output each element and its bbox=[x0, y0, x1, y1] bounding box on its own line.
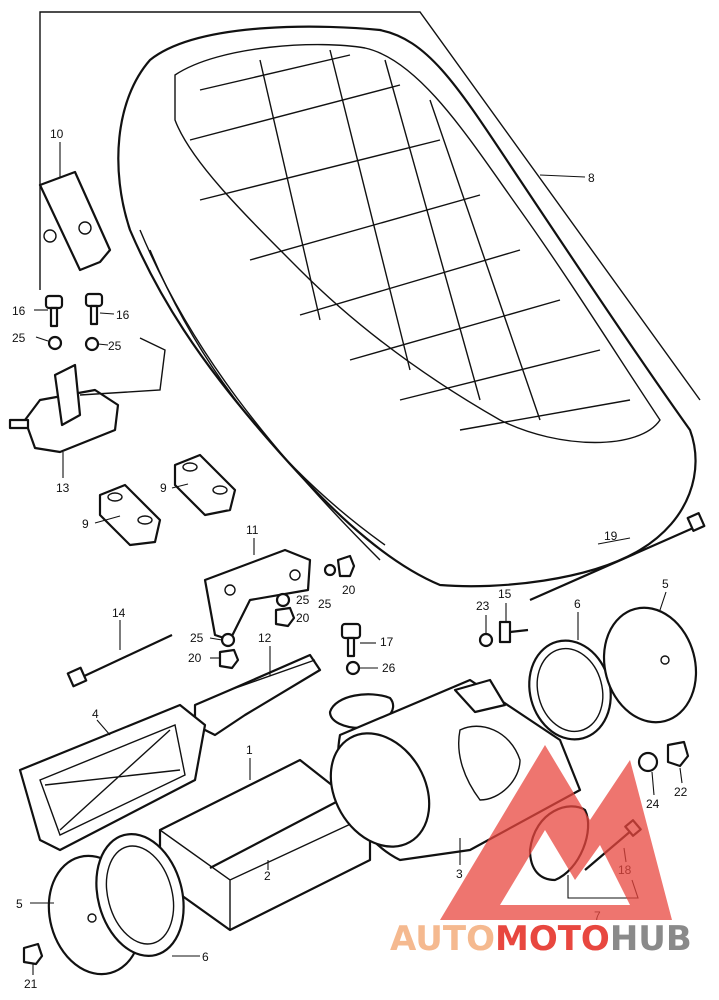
watermark-hub: HUB bbox=[610, 919, 692, 959]
label-16-right: 16 bbox=[116, 308, 130, 322]
label-3: 3 bbox=[456, 867, 463, 881]
label-5-right: 5 bbox=[662, 577, 669, 591]
bolt-15 bbox=[498, 620, 529, 644]
washer-26 bbox=[345, 660, 361, 676]
watermark-logo: AUTOMOTOHUB bbox=[390, 745, 692, 959]
bolt-17 bbox=[340, 622, 362, 658]
label-11: 11 bbox=[246, 523, 259, 537]
label-25-d: 25 bbox=[296, 593, 310, 607]
bolt-14 bbox=[66, 634, 173, 688]
label-9-lower: 9 bbox=[82, 517, 89, 531]
watermark-moto: MOTO bbox=[495, 919, 610, 959]
washer-23 bbox=[478, 632, 494, 648]
label-17: 17 bbox=[380, 635, 394, 649]
label-20-c: 20 bbox=[188, 651, 202, 665]
label-5-left: 5 bbox=[16, 897, 23, 911]
label-20-b: 20 bbox=[296, 611, 310, 625]
label-25-right: 25 bbox=[108, 339, 122, 353]
washer-24 bbox=[637, 751, 659, 773]
label-23: 23 bbox=[476, 599, 490, 613]
label-6-left: 6 bbox=[202, 950, 209, 964]
washer-25-left bbox=[47, 335, 63, 351]
seat-hinge-bracket bbox=[38, 170, 112, 272]
washer-25-e bbox=[220, 632, 236, 648]
label-6-right: 6 bbox=[574, 597, 581, 611]
label-13: 13 bbox=[56, 481, 70, 495]
nut-21 bbox=[22, 942, 44, 966]
watermark-triangle bbox=[440, 745, 672, 920]
nut-20-b bbox=[274, 606, 296, 628]
label-25-e: 25 bbox=[190, 631, 204, 645]
vent-tube bbox=[209, 799, 341, 869]
nut-20-a bbox=[336, 554, 356, 578]
watermark-auto: AUTO bbox=[390, 919, 495, 959]
label-25-left: 25 bbox=[12, 331, 26, 345]
battery-bracket bbox=[203, 548, 312, 642]
stay-12 bbox=[193, 653, 322, 737]
nut-22 bbox=[666, 740, 690, 768]
label-24: 24 bbox=[646, 797, 660, 811]
label-22: 22 bbox=[674, 785, 688, 799]
washer-25-c bbox=[323, 563, 337, 577]
battery-holder bbox=[18, 703, 207, 852]
seat-lock bbox=[8, 337, 166, 454]
washer-25-d bbox=[275, 592, 291, 608]
label-12: 12 bbox=[258, 631, 272, 645]
label-2: 2 bbox=[264, 869, 271, 883]
label-20-a: 20 bbox=[342, 583, 356, 597]
seat-group-frame bbox=[39, 11, 701, 401]
label-10: 10 bbox=[50, 127, 64, 141]
label-21: 21 bbox=[24, 977, 38, 991]
label-19: 19 bbox=[604, 529, 618, 543]
seat bbox=[117, 25, 697, 588]
label-14: 14 bbox=[112, 606, 126, 620]
long-bolt-19 bbox=[529, 512, 706, 602]
label-26: 26 bbox=[382, 661, 396, 675]
label-8: 8 bbox=[588, 171, 595, 185]
washer-25-right bbox=[84, 336, 100, 352]
label-25-c: 25 bbox=[318, 597, 332, 611]
rubber-block-9-upper bbox=[173, 453, 237, 517]
gasket-6-left bbox=[95, 833, 185, 957]
label-15: 15 bbox=[498, 587, 512, 601]
label-16-left: 16 bbox=[12, 304, 26, 318]
svg-text:AUTOMOTOHUB: AUTOMOTOHUB bbox=[390, 919, 692, 959]
label-9-upper: 9 bbox=[160, 481, 167, 495]
label-1: 1 bbox=[246, 743, 253, 757]
bolt-16-left bbox=[44, 294, 64, 328]
nut-20-c bbox=[218, 648, 240, 670]
rubber-block-9-lower bbox=[98, 483, 162, 547]
label-4: 4 bbox=[92, 707, 99, 721]
bolt-16-right bbox=[84, 292, 104, 326]
cover-5-right bbox=[602, 606, 698, 724]
